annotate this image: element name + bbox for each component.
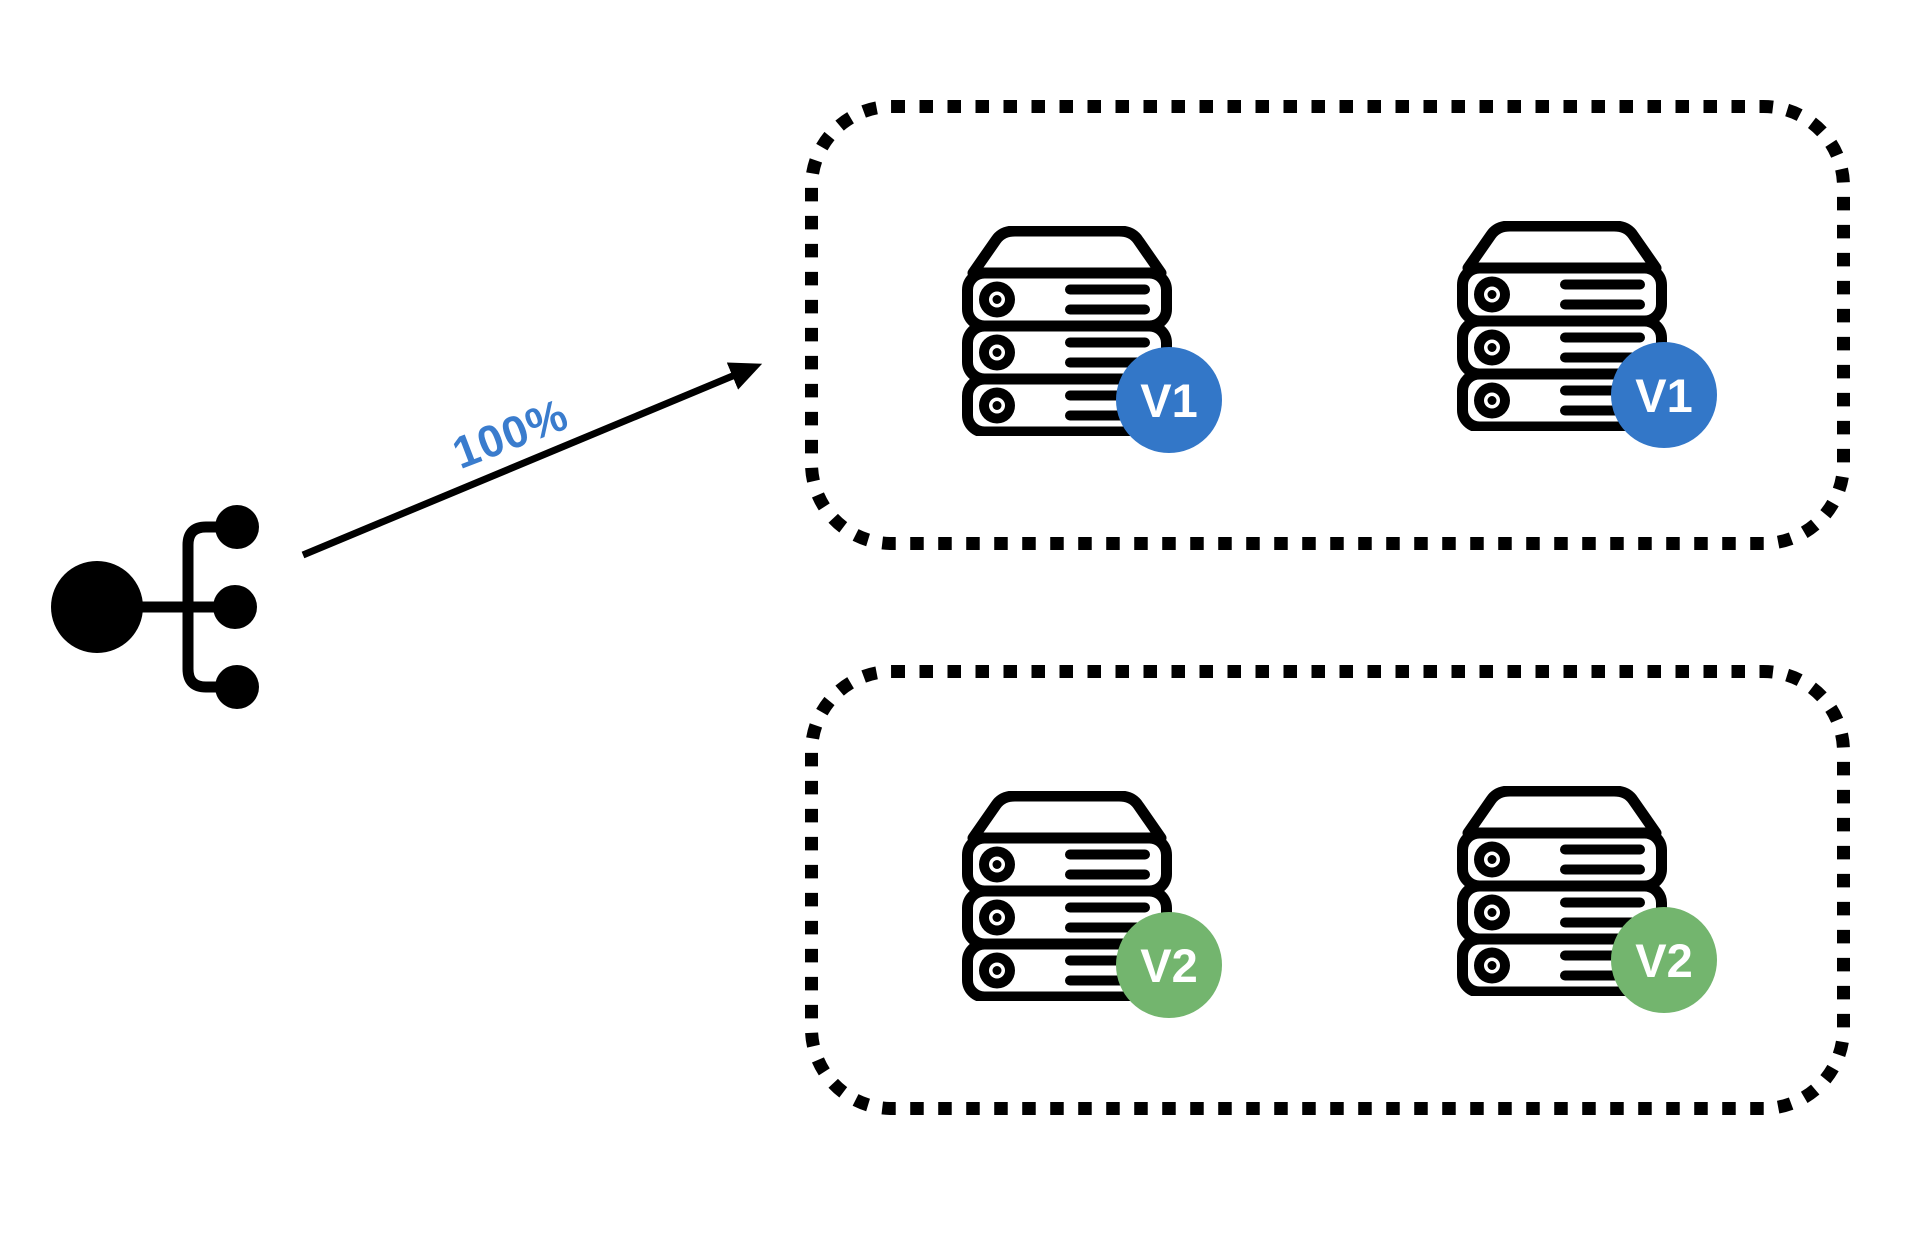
traffic-arrow bbox=[301, 362, 763, 559]
version-badge: V2 bbox=[1116, 912, 1222, 1018]
load-balancer-nodes bbox=[51, 505, 259, 709]
server-stack-icon bbox=[1457, 221, 1667, 431]
server-stack-icon bbox=[962, 226, 1172, 436]
target-node-middle bbox=[213, 585, 257, 629]
target-node-top bbox=[215, 505, 259, 549]
server-lid bbox=[1462, 786, 1662, 839]
server-lid bbox=[967, 226, 1167, 279]
server-lid bbox=[967, 791, 1167, 844]
version-badge: V2 bbox=[1611, 907, 1717, 1013]
server-lights bbox=[979, 846, 1015, 989]
arrow-line bbox=[301, 362, 763, 559]
server-stack-icon bbox=[1457, 786, 1667, 996]
target-node-bottom bbox=[215, 665, 259, 709]
server-stack: V2 bbox=[1457, 786, 1717, 1013]
deployment-group-v2: V2 bbox=[805, 665, 1850, 1115]
server-lights bbox=[1474, 841, 1510, 984]
version-badge: V1 bbox=[1611, 342, 1717, 448]
version-badge: V1 bbox=[1116, 347, 1222, 453]
server-lights bbox=[1474, 276, 1510, 419]
server-stack: V1 bbox=[1457, 221, 1717, 448]
server-stack-icon bbox=[962, 791, 1172, 1001]
server-stack: V2 bbox=[962, 791, 1222, 1018]
source-node bbox=[51, 561, 143, 653]
server-lights bbox=[979, 281, 1015, 424]
server-lid bbox=[1462, 221, 1662, 274]
server-stack: V1 bbox=[962, 226, 1222, 453]
load-balancer-icon bbox=[51, 505, 259, 709]
deployment-group-v1: V1 bbox=[805, 100, 1850, 550]
